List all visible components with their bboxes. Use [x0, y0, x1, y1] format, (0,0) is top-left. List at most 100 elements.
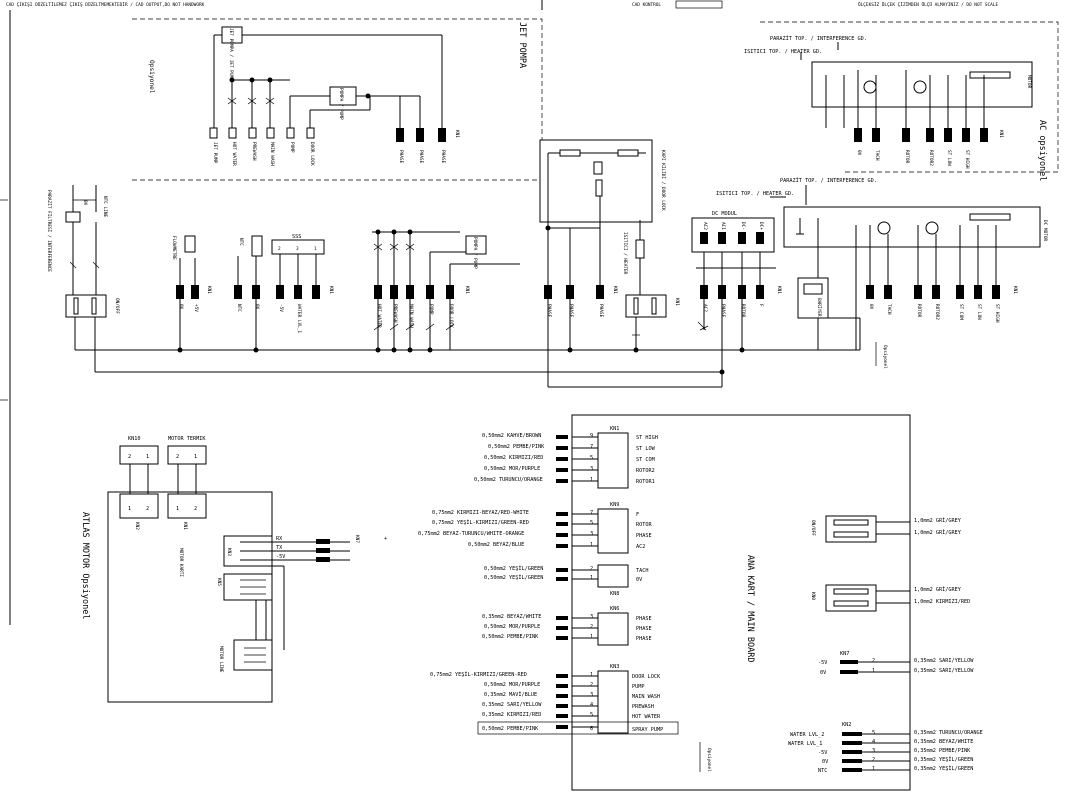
- kn9-connector: KN9 0,75mm2 KIRMIZI-BEYAZ/RED-WHITE 0,75…: [418, 502, 652, 554]
- svg-text:BARİYER: BARİYER: [816, 298, 823, 317]
- svg-text:KN9: KN9: [610, 502, 619, 508]
- svg-text:KN7: KN7: [354, 535, 360, 543]
- svg-text:0V: 0V: [636, 577, 642, 583]
- svg-text:1: 1: [176, 506, 179, 512]
- svg-text:MOTOR: MOTOR: [1026, 75, 1032, 89]
- svg-text:KN1: KN1: [610, 426, 619, 432]
- kn7-connector: KN7 -5V 0V 2 1 0,35mm2 SARI/YELLOW 0,35m…: [818, 651, 974, 676]
- svg-text:0,35mm2 SARI/YELLOW: 0,35mm2 SARI/YELLOW: [914, 658, 974, 664]
- svg-text:0V: 0V: [822, 759, 828, 765]
- svg-text:ST LOW: ST LOW: [636, 446, 656, 452]
- kn0-connector: KN0 1,0mm2 GRİ/GREY 1,0mm2 KIRMIZI/RED: [810, 584, 970, 612]
- svg-text:2: 2: [872, 757, 875, 763]
- svg-text:3: 3: [590, 466, 593, 472]
- svg-text:ISITICI / HEATER: ISITICI / HEATER: [622, 232, 628, 275]
- svg-text:0,50mm2 YEŞİL/GREEN: 0,50mm2 YEŞİL/GREEN: [484, 574, 543, 581]
- svg-text:HOT WATER: HOT WATER: [376, 304, 382, 328]
- svg-text:0,50mm2 YEŞİL/GREEN: 0,50mm2 YEŞİL/GREEN: [484, 565, 543, 572]
- svg-text:1: 1: [590, 634, 593, 640]
- svg-text:HOT WATER: HOT WATER: [632, 714, 661, 720]
- svg-text:1: 1: [590, 542, 593, 548]
- svg-text:ST HIGH: ST HIGH: [994, 304, 1000, 323]
- svg-text:ST COM: ST COM: [636, 457, 655, 463]
- svg-text:2: 2: [278, 246, 281, 252]
- svg-text:MOTOR TERMIK: MOTOR TERMIK: [168, 436, 206, 442]
- svg-text:PUMP: PUMP: [632, 684, 645, 690]
- svg-text:1: 1: [590, 575, 593, 581]
- kn3-connector: KN3 0,75mm2 YEŞİL-KIRMIZI/GREEN-RED 0,50…: [430, 664, 712, 772]
- svg-text:F: F: [636, 512, 639, 518]
- svg-text:MAIN WASH: MAIN WASH: [632, 694, 660, 700]
- svg-text:MOTOR KARTI: MOTOR KARTI: [178, 548, 184, 577]
- svg-text:0,35mm2 YEŞİL/GREEN: 0,35mm2 YEŞİL/GREEN: [914, 756, 973, 763]
- svg-text:-5V: -5V: [818, 660, 827, 666]
- svg-text:+5V: +5V: [193, 304, 199, 312]
- svg-text:DOOR LOCK: DOOR LOCK: [632, 674, 661, 680]
- svg-text:KN2: KN2: [134, 522, 140, 530]
- svg-text:KN10: KN10: [128, 436, 141, 442]
- cad-control-box: [675, 0, 723, 9]
- svg-text:ST HIGH: ST HIGH: [964, 150, 970, 169]
- svg-text:KN3: KN3: [226, 548, 232, 556]
- svg-text:2: 2: [590, 682, 593, 688]
- ac-option-connector: KN1 0V TACH ROTOR ROTOR2 ST LOW ST HIGH: [854, 128, 1004, 169]
- svg-text:-5V: -5V: [276, 554, 285, 560]
- svg-text:ROTOR: ROTOR: [916, 304, 922, 318]
- svg-text:ROTOR2: ROTOR2: [636, 468, 655, 474]
- ac-option-section: AC opsiyonel PARAZİT TOP. / INTERFERENCE…: [744, 21, 1059, 181]
- svg-text:ST COM: ST COM: [958, 304, 964, 320]
- svg-text:KN1: KN1: [998, 130, 1004, 138]
- svg-text:PHASE: PHASE: [418, 150, 424, 164]
- svg-text:KN2: KN2: [842, 722, 851, 728]
- atlas-motor-section: ATLAS MOTOR Opsiyonel KN10 MOTOR TERMIK …: [80, 436, 360, 703]
- svg-text:PUMP: PUMP: [428, 304, 434, 315]
- svg-text:2: 2: [146, 506, 149, 512]
- svg-text:0V: 0V: [856, 150, 862, 156]
- svg-text:1,0mm2 GRİ/GREY: 1,0mm2 GRİ/GREY: [914, 529, 962, 536]
- svg-text:0,50mm2 PEMBE/PINK: 0,50mm2 PEMBE/PINK: [488, 444, 545, 450]
- svg-text:1: 1: [194, 454, 197, 460]
- kn6-connector: KN6 0,35mm2 BEYAZ/WHITE 0,50mm2 MOR/PURP…: [482, 606, 652, 646]
- on-off-switch-right: ON/OFF 1,0mm2 GRİ/GREY 1,0mm2 GRİ/GREY: [810, 515, 962, 543]
- kn8-connector: KN8 0,50mm2 YEŞİL/GREEN 0,50mm2 YEŞİL/GR…: [484, 564, 649, 597]
- svg-text:PHASE: PHASE: [636, 636, 652, 642]
- svg-text:0V: 0V: [82, 200, 88, 206]
- main-circuit: PARAZİT FİLTRESİ / INTERFERENCE 0V NTC L…: [46, 139, 1048, 388]
- on-off-switch-left: [65, 294, 107, 318]
- svg-text:NTC LINE: NTC LINE: [102, 196, 108, 218]
- svg-text:PARAZİT FİLTRESİ / INTERFERENC: PARAZİT FİLTRESİ / INTERFERENCE: [46, 190, 53, 272]
- svg-text:F: F: [758, 304, 764, 307]
- svg-text:RX: RX: [276, 536, 283, 542]
- svg-text:KN8: KN8: [610, 591, 619, 597]
- svg-text:ISITICI TOP. / HEATER GD.: ISITICI TOP. / HEATER GD.: [744, 49, 822, 55]
- svg-text:Opsiyonel: Opsiyonel: [882, 345, 888, 369]
- svg-text:0,35mm2 SARI/YELLOW: 0,35mm2 SARI/YELLOW: [482, 702, 542, 708]
- svg-text:WATER LVL_1: WATER LVL_1: [788, 741, 822, 747]
- svg-text:KN6: KN6: [610, 606, 619, 612]
- svg-text:6: 6: [590, 726, 593, 732]
- svg-text:DC MOTOR: DC MOTOR: [1042, 220, 1048, 242]
- svg-text:Opsiyonel: Opsiyonel: [706, 748, 712, 772]
- svg-text:0V: 0V: [820, 670, 826, 676]
- svg-text:3: 3: [590, 614, 593, 620]
- svg-text:3: 3: [590, 531, 593, 537]
- svg-text:2: 2: [590, 624, 593, 630]
- svg-text:0,35mm2 BEYAZ/WHITE: 0,35mm2 BEYAZ/WHITE: [482, 614, 541, 620]
- svg-text:KN7: KN7: [840, 651, 849, 657]
- svg-text:1,0mm2 KIRMIZI/RED: 1,0mm2 KIRMIZI/RED: [914, 599, 970, 605]
- svg-text:1,0mm2 GRİ/GREY: 1,0mm2 GRİ/GREY: [914, 586, 962, 593]
- svg-text:POMPA / PUMP: POMPA / PUMP: [472, 237, 478, 269]
- svg-text:0,35mm2 PEMBE/PINK: 0,35mm2 PEMBE/PINK: [914, 748, 971, 754]
- svg-text:0,35mm2 MAVİ/BLUE: 0,35mm2 MAVİ/BLUE: [484, 691, 537, 698]
- svg-text:0,50mm2 MOR/PURPLE: 0,50mm2 MOR/PURPLE: [484, 466, 540, 472]
- svg-text:ST LOW: ST LOW: [946, 150, 952, 166]
- svg-text:AC2: AC2: [636, 544, 645, 550]
- main-board-section: ANA KART / MAIN BOARD KN1 0,50mm2 KAHVE/…: [384, 414, 983, 791]
- header-middle-text: CAD KONTROL: [632, 2, 661, 8]
- svg-text:KN1: KN1: [328, 286, 334, 294]
- svg-text:MAIN WASH: MAIN WASH: [269, 142, 275, 166]
- svg-text:NTC: NTC: [236, 304, 242, 312]
- svg-text:5: 5: [590, 712, 593, 718]
- svg-text:ON/OFF: ON/OFF: [114, 298, 120, 314]
- svg-text:ST LOW: ST LOW: [976, 304, 982, 320]
